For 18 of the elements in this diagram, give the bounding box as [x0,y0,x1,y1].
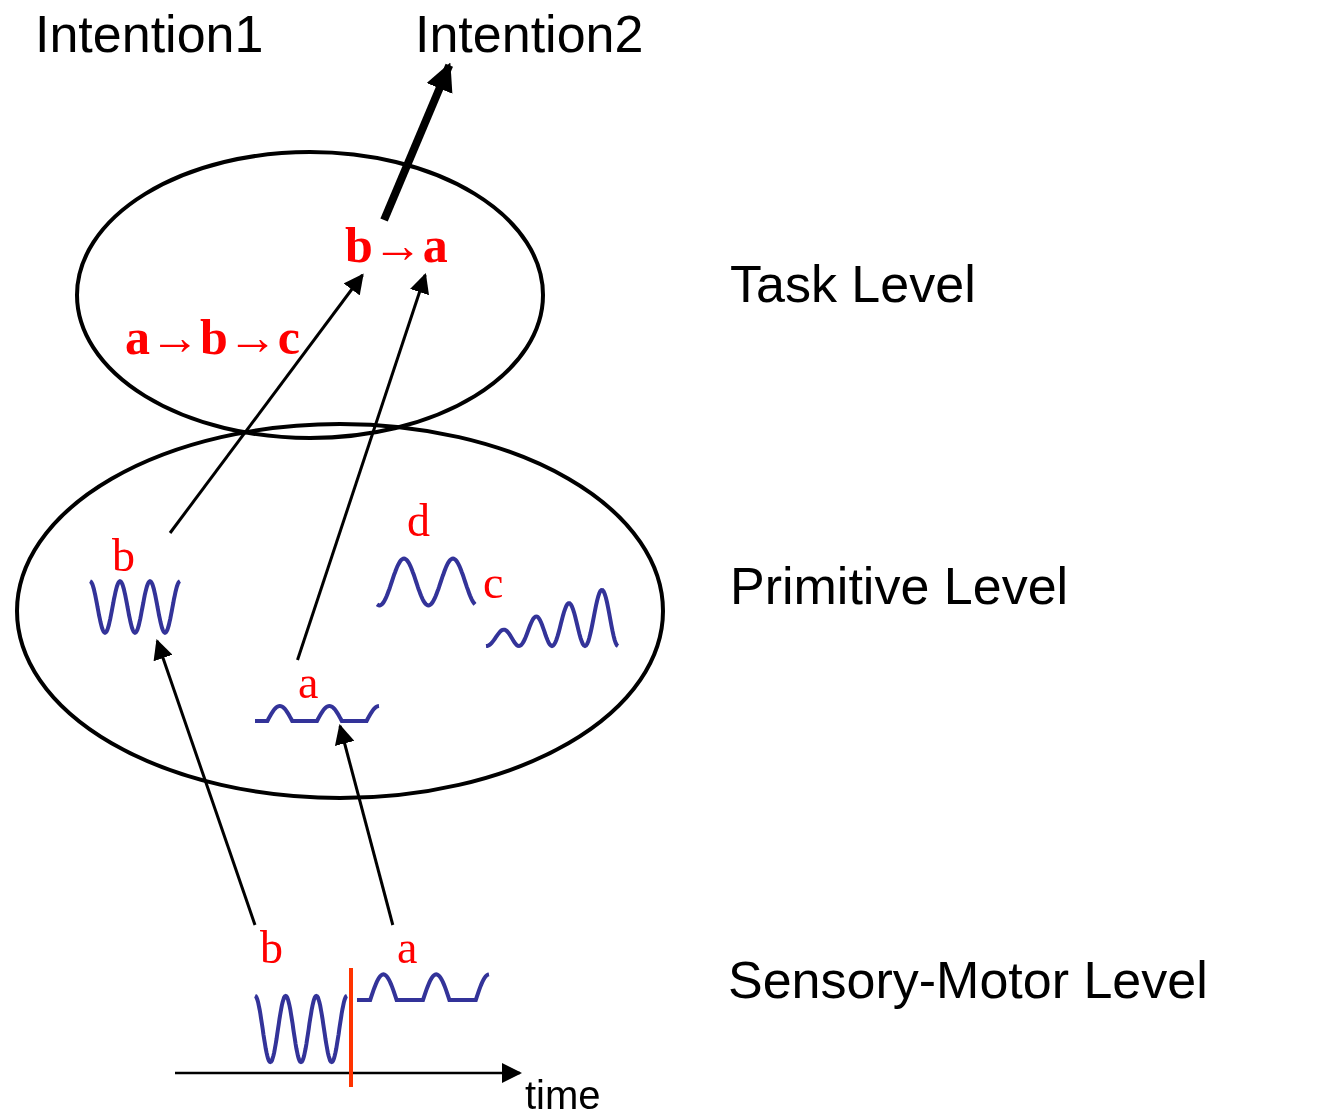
primitive-label: d [407,498,430,544]
arrow [296,273,429,661]
level-label: Task Level [730,258,976,310]
sequence-label: b→a [345,220,448,270]
intention-label: Intention2 [415,8,644,60]
arrow [380,62,453,222]
level-label: Primitive Level [730,560,1069,612]
arrow [334,724,395,926]
primitive-label: c [483,560,504,606]
primitive-label: b [112,533,135,579]
primitive-label: a [298,660,319,706]
sequence-label: a→b→c [125,312,300,362]
axis-label: time [525,1075,601,1115]
intention-label: Intention1 [35,8,264,60]
primitive-label: b [260,925,283,971]
arrow [153,639,257,926]
primitive-label: a [397,925,418,971]
arrow [168,273,364,534]
